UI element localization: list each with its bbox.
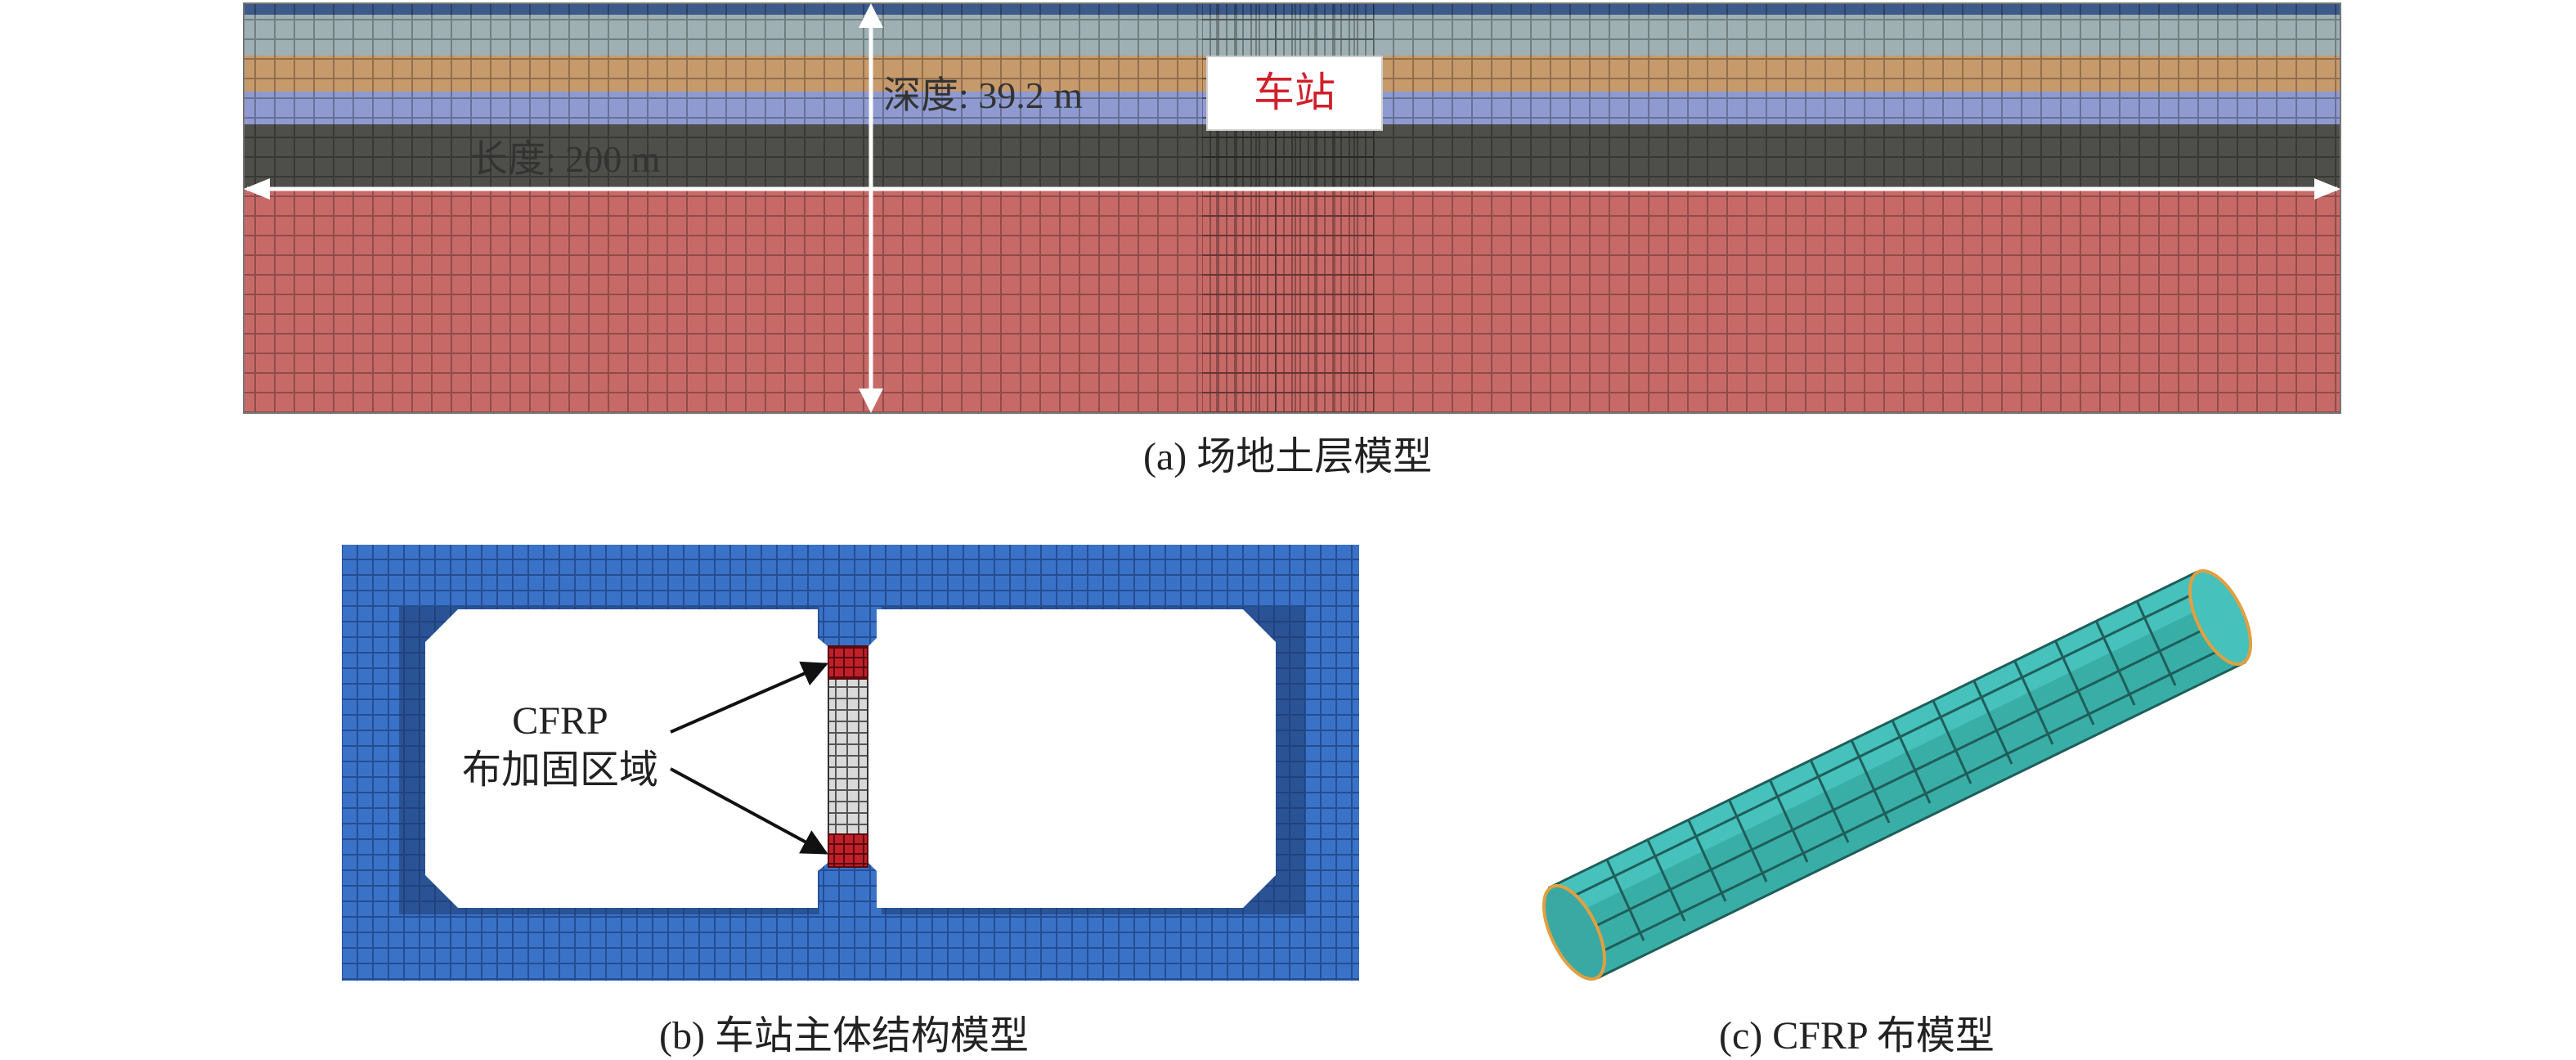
tube-far-end — [2188, 568, 2253, 667]
callout-arrow-bottom — [670, 767, 828, 855]
depth-label: 深度: 39.2 m — [883, 74, 1084, 116]
station-label: 车站 — [1206, 56, 1383, 131]
depth-arrow-head-bottom — [859, 389, 883, 413]
station-structure-model — [342, 545, 1359, 981]
caption-c: (c) CFRP 布模型 — [1719, 1014, 1995, 1058]
cfrp-tube-model — [1542, 568, 2253, 981]
depth-arrow-head-top — [859, 3, 883, 28]
length-label: 长度: 200 m — [470, 138, 661, 180]
length-arrow-head-left — [244, 178, 270, 200]
right-chamber — [868, 609, 1276, 908]
soil-layer-model — [243, 2, 2341, 414]
left-chamber — [425, 609, 828, 908]
callout-arrow-top — [670, 661, 828, 734]
callout-line-1: CFRP — [512, 699, 608, 743]
cfrp-zone-bottom — [828, 833, 868, 868]
cfrp-callout: CFRP 布加固区域 — [442, 697, 679, 795]
caption-b: (b) 车站主体结构模型 — [659, 1014, 1029, 1058]
cfrp-zone-top — [828, 645, 868, 680]
tube-near-end — [1542, 883, 1607, 981]
caption-a: (a) 场地土层模型 — [1143, 435, 1433, 478]
length-arrow-head-right — [2314, 178, 2340, 200]
callout-line-2: 布加固区域 — [461, 748, 658, 792]
